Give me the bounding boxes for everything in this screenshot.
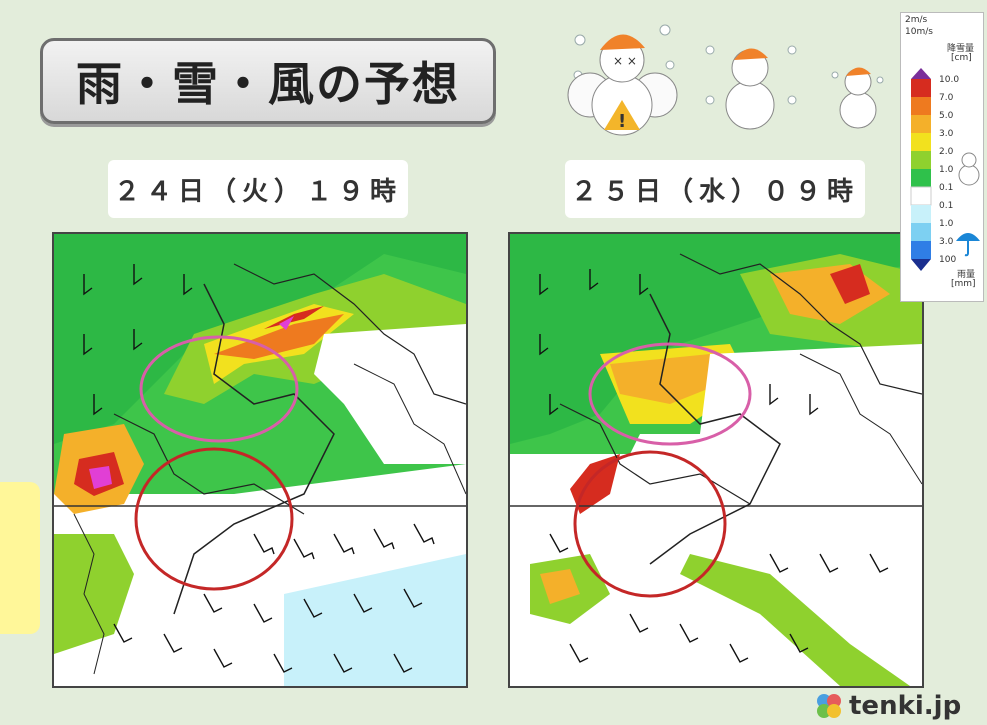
page-title: 雨・雪・風の予想 xyxy=(40,38,496,124)
snow-value-7: 7.0 xyxy=(939,93,954,103)
rain-value-3: 3.0 xyxy=(939,237,954,247)
rain-title: 雨量 xyxy=(957,270,976,280)
svg-text:!: ! xyxy=(618,111,626,132)
umbrella-icon xyxy=(956,233,980,257)
snow-value-1: 1.0 xyxy=(939,165,954,175)
snowman-warning-icon: × × ! xyxy=(567,24,678,136)
rain-value-1: 1.0 xyxy=(939,219,954,229)
map-legend: 2m/s 10m/s 降雪量 [cm] 10.0 7.0 5.0 3.0 2.0… xyxy=(900,12,984,302)
snow-unit: [cm] xyxy=(951,53,972,63)
snowman-legend-icon xyxy=(958,152,980,186)
rain-value-100: 100 xyxy=(939,255,957,265)
snow-value-5: 5.0 xyxy=(939,111,954,121)
tenki-brand: tenki.jp xyxy=(815,690,961,722)
right-date-label: ２５日（水）０９時 xyxy=(565,160,865,218)
snow-value-01: 0.1 xyxy=(939,183,954,193)
forecast-map-right xyxy=(508,232,924,688)
rain-value-01: 0.1 xyxy=(939,201,954,211)
tenki-brand-text: tenki.jp xyxy=(849,691,962,721)
forecast-map-left xyxy=(52,232,468,688)
snow-value-10: 10.0 xyxy=(939,75,960,85)
snow-value-3: 3.0 xyxy=(939,129,954,139)
snow-value-2: 2.0 xyxy=(939,147,954,157)
left-date-label: ２４日（火）１９時 xyxy=(108,160,408,218)
snowman-medium-icon xyxy=(705,45,797,130)
side-tab xyxy=(0,482,40,634)
snowman-small-icon xyxy=(831,67,884,129)
rain-unit: [mm] xyxy=(951,279,976,289)
snow-title: 降雪量 xyxy=(947,44,975,54)
tenki-logo-icon xyxy=(817,694,841,718)
wind-label-2: 2m/s xyxy=(905,15,928,25)
wind-label-10: 10m/s xyxy=(905,27,933,37)
svg-text:× ×: × × xyxy=(613,54,637,68)
snow-level-icons: × × ! xyxy=(560,10,890,140)
